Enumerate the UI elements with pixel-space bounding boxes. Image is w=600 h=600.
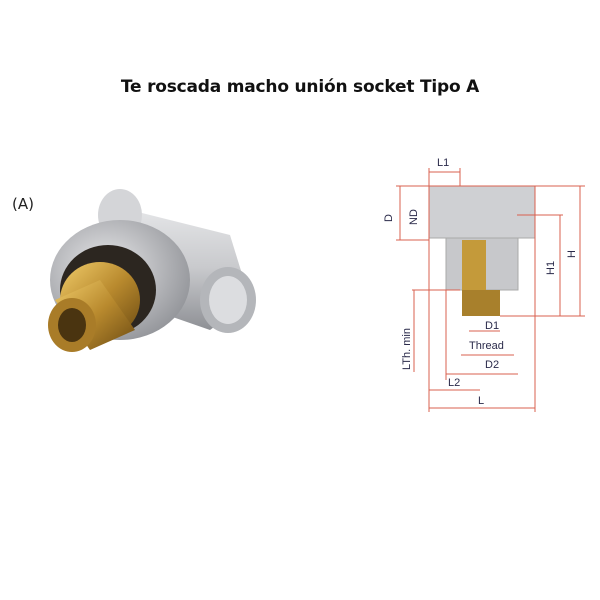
variant-label: (A) — [12, 195, 34, 213]
brass-thread — [55, 280, 135, 350]
page-title: Te roscada macho unión socket Tipo A — [120, 77, 480, 97]
label-LTh-min: LTh. min — [401, 328, 413, 370]
label-L2: L2 — [448, 377, 460, 389]
label-D: D — [383, 214, 395, 222]
label-ND: ND — [408, 209, 420, 225]
label-L1: L1 — [437, 157, 449, 169]
label-thread: Thread — [469, 340, 504, 352]
label-H: H — [566, 250, 578, 258]
label-H1: H1 — [545, 261, 557, 275]
label-D2: D2 — [485, 359, 499, 371]
label-D1: D1 — [485, 320, 499, 332]
label-L: L — [478, 395, 484, 407]
